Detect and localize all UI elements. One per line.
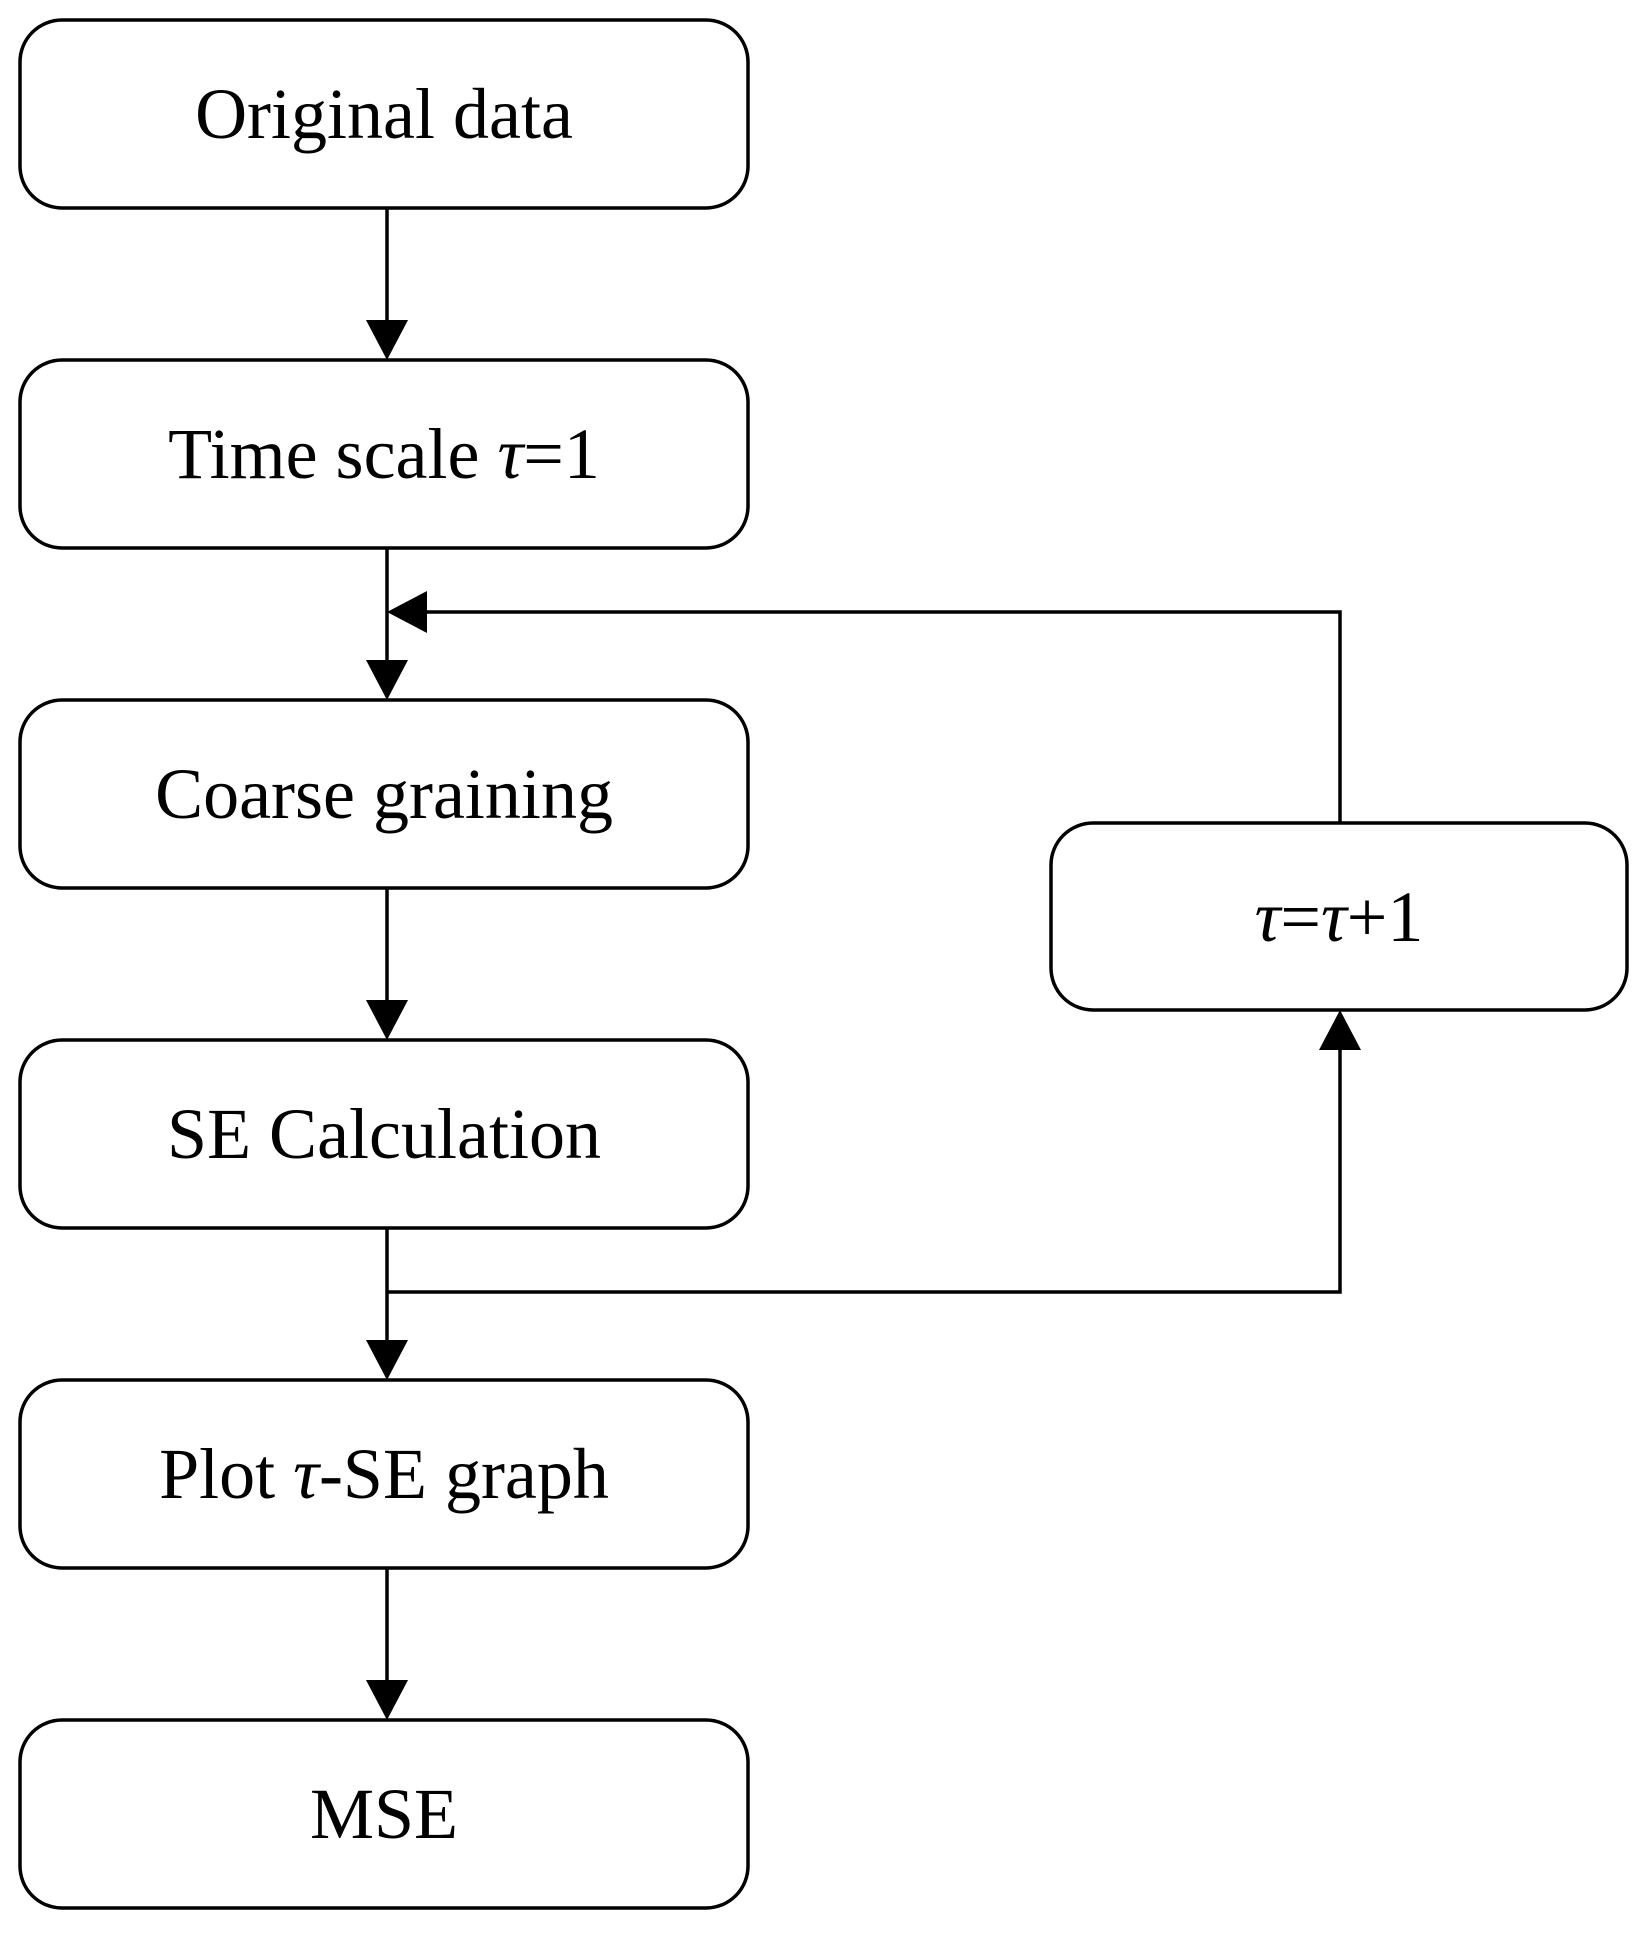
label-text: Time scale	[168, 414, 497, 494]
node-label: τ=τ+1	[1255, 877, 1424, 957]
edge-se-to-tau-increment	[387, 1040, 1342, 1294]
label-text: =	[1280, 877, 1321, 957]
node-box	[18, 1718, 750, 1910]
edges	[366, 208, 1361, 1720]
arrowhead-se	[366, 1000, 408, 1040]
node-box	[18, 1038, 750, 1230]
node-label: Coarse graining	[155, 754, 613, 834]
node-plot-graph: Plot τ-SE graph	[18, 1378, 750, 1570]
tau-symbol: τ	[293, 1434, 321, 1514]
arrowhead-tau-increment	[1319, 1010, 1361, 1050]
node-original-data: Original data	[18, 18, 750, 210]
node-box	[18, 698, 750, 890]
label-text: =1	[523, 414, 600, 494]
node-label: Original data	[195, 74, 573, 154]
node-tau-increment: τ=τ+1	[1049, 821, 1629, 1012]
node-label: Plot τ-SE graph	[159, 1434, 609, 1514]
node-label: Time scale τ=1	[168, 414, 600, 494]
node-se-calculation: SE Calculation	[18, 1038, 750, 1230]
node-box	[18, 358, 750, 550]
node-mse: MSE	[18, 1718, 750, 1910]
arrowhead-timescale	[366, 320, 408, 360]
node-box	[18, 1378, 750, 1570]
tau-symbol: τ	[1321, 877, 1349, 957]
arrowhead-coarse	[366, 660, 408, 700]
tau-symbol: τ	[497, 414, 525, 494]
label-text: -SE graph	[319, 1434, 609, 1514]
arrowhead-mse	[366, 1680, 408, 1720]
edge-tau-increment-loop-back	[425, 610, 1342, 823]
node-coarse-graining: Coarse graining	[18, 698, 750, 890]
arrowhead-plot	[366, 1340, 408, 1380]
node-label: SE Calculation	[167, 1094, 601, 1174]
arrowhead-loop-back	[387, 591, 427, 633]
node-box	[18, 18, 750, 210]
node-box	[1049, 821, 1629, 1012]
label-text: Plot	[159, 1434, 293, 1514]
node-time-scale: Time scale τ=1	[18, 358, 750, 550]
tau-symbol: τ	[1255, 877, 1283, 957]
node-label: MSE	[310, 1774, 458, 1854]
label-text: +1	[1347, 877, 1424, 957]
